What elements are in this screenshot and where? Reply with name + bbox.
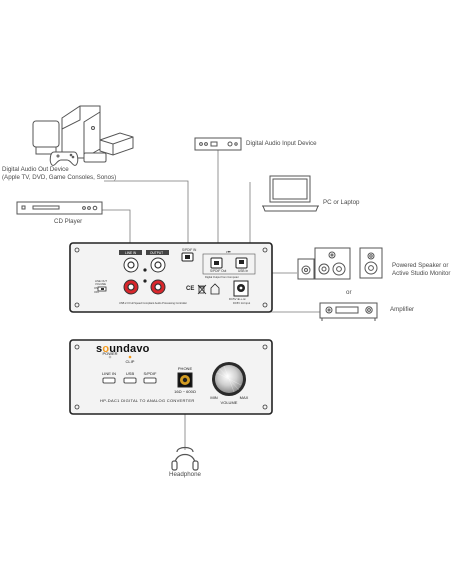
amplifier-label: Amplifier bbox=[390, 306, 415, 313]
power-label: POWER bbox=[102, 351, 118, 356]
headphone-icon bbox=[171, 446, 199, 471]
brand-logo-suffix: undavo bbox=[109, 343, 150, 355]
spdif-button-label: S/PDIF bbox=[143, 371, 157, 376]
rear-panel bbox=[69, 242, 273, 313]
rear-usb-note: Digital Output from Computer bbox=[205, 275, 239, 279]
game-console-icon bbox=[32, 120, 60, 155]
ce-mark: CE bbox=[186, 286, 195, 292]
tower-console-icon bbox=[61, 105, 101, 159]
volume-max-label: MAX bbox=[239, 395, 249, 400]
powered-speaker-icon bbox=[297, 247, 383, 280]
digital-audio-input-device-icon bbox=[194, 137, 242, 151]
cd-player-icon bbox=[16, 201, 103, 215]
model-label: HP-DAC1 DIGITAL TO ANALOG CONVERTER bbox=[100, 398, 195, 403]
spdif-button bbox=[143, 377, 157, 384]
headphone-label: Headphone bbox=[169, 471, 201, 478]
apple-tv-icon bbox=[83, 152, 107, 163]
volume-min-label: MIN bbox=[210, 395, 218, 400]
brand-logo-accent: o bbox=[102, 343, 110, 355]
powered-speaker-label: Powered Speaker or Active Studio Monitor bbox=[392, 262, 450, 278]
usb-button bbox=[123, 377, 137, 384]
phone-label: PHONE bbox=[177, 366, 193, 371]
rear-output-label: OUTPUT bbox=[150, 250, 164, 255]
or-label: or bbox=[346, 289, 352, 296]
digital-audio-out-subtitle: (Apple TV, DVD, Game Consoles, Sonos) bbox=[2, 174, 117, 181]
rear-usb-in-label: USB In bbox=[238, 269, 249, 273]
rear-model-note: USB 2.0 Full Speed Compliant Audio Proce… bbox=[119, 302, 187, 305]
brand-logo: soundavo bbox=[96, 343, 150, 355]
recycle-house-icon bbox=[210, 283, 220, 295]
streaming-box-icon bbox=[99, 132, 134, 156]
line-cd-to-linein bbox=[71, 209, 131, 246]
clip-led bbox=[128, 355, 132, 359]
pc-laptop-label: PC or Laptop bbox=[323, 199, 360, 206]
output-rca-jacks bbox=[150, 257, 166, 295]
weee-bin-icon bbox=[197, 284, 207, 295]
rear-usb-symbol: •⬅ bbox=[226, 249, 231, 254]
clip-label: CLIP bbox=[125, 359, 135, 364]
powered-speaker-line2: Active Studio Monitor bbox=[392, 270, 451, 277]
cd-player-label: CD Player bbox=[54, 218, 83, 225]
digital-audio-out-devices bbox=[32, 105, 134, 166]
brand-logo-prefix: s bbox=[96, 343, 103, 355]
digital-audio-input-label: Digital Audio Input Device bbox=[246, 140, 317, 147]
rear-switch-on: ON bbox=[94, 286, 98, 290]
rear-spdif-in-label: S/PDIF IN bbox=[182, 248, 197, 252]
rear-line-in-label: LINE IN bbox=[125, 250, 137, 255]
front-panel bbox=[69, 339, 273, 415]
rear-spdif-out-label: S/PDIF Out bbox=[210, 269, 227, 273]
line-in-button-label: LINE IN bbox=[101, 371, 117, 376]
line-in-rca-jacks bbox=[123, 257, 139, 295]
line-in-button bbox=[102, 377, 116, 384]
line-digital-out-to-spdif bbox=[104, 180, 189, 246]
digital-audio-out-title: Digital Audio Out Device bbox=[2, 166, 69, 173]
rear-switch-label: LINE OUT VOLUME bbox=[95, 280, 107, 286]
powered-speaker-line1: Powered Speaker or bbox=[392, 262, 449, 269]
power-led bbox=[108, 355, 112, 359]
gamepad-icon bbox=[49, 151, 79, 166]
laptop-icon bbox=[262, 175, 319, 212]
amplifier-icon bbox=[319, 302, 378, 321]
impedance-label: 16Ω ~ 600Ω bbox=[174, 389, 196, 394]
volume-label: VOLUME bbox=[220, 400, 238, 405]
rear-switch-off: OFF bbox=[94, 290, 100, 294]
digital-audio-out-label: Digital Audio Out Device (Apple TV, DVD,… bbox=[2, 166, 116, 182]
rear-dc-input-label: DC5V 1A Input bbox=[233, 302, 251, 305]
usb-button-label: USB bbox=[125, 371, 135, 376]
rear-power-polarity: DC5V ⊕-◐-⊖ bbox=[229, 297, 246, 301]
